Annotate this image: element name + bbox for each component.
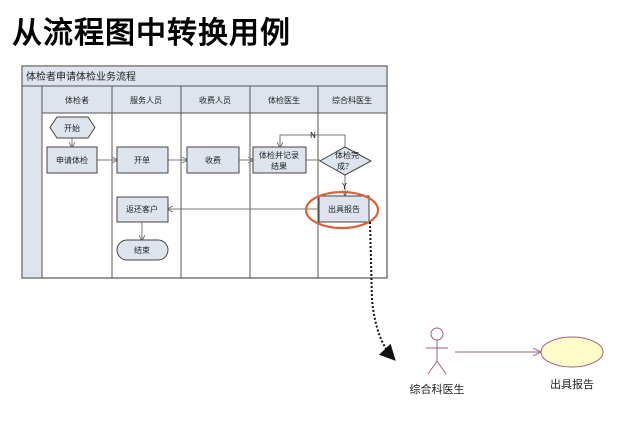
lane-header: 综合科医生	[332, 95, 372, 105]
decision-label: 成？	[337, 161, 353, 171]
exam-label: 结果	[271, 161, 287, 171]
actor-icon	[426, 327, 448, 375]
swimlane-title: 体检者申请体检业务流程	[26, 70, 136, 83]
start-node	[49, 116, 96, 139]
charge-label: 收费	[205, 155, 221, 165]
order-node	[116, 146, 169, 174]
actor-label: 综合科医生	[410, 382, 465, 396]
swimlane-side-strip	[21, 85, 43, 279]
decision-node	[318, 146, 373, 176]
lane-header: 服务人员	[130, 95, 162, 105]
charge-node	[186, 146, 240, 174]
lane-dividers	[111, 86, 319, 278]
decision-label: 体检完	[335, 150, 359, 160]
lane-header: 体检医生	[268, 95, 300, 105]
highlight-ellipse	[304, 190, 380, 230]
slide-title: 从流程图中转换用例	[12, 16, 291, 51]
exam-label: 体检并记录	[259, 150, 299, 160]
exam-node	[252, 146, 307, 174]
swimlane-diagram: 体检者申请体检业务流程 体检者 服务人员 收费人员 体检医生 综合科医生 N	[21, 65, 388, 279]
apply-label: 申请体检	[56, 155, 88, 165]
lane-header: 收费人员	[199, 95, 231, 105]
lane-header-row	[41, 85, 388, 114]
use-case-label: 出具报告	[550, 377, 594, 391]
apply-node	[46, 146, 98, 174]
order-label: 开单	[134, 155, 150, 165]
yes-label: Y	[341, 182, 347, 191]
lane-header: 体检者	[65, 95, 89, 105]
connectors	[72, 134, 345, 240]
report-node	[318, 195, 370, 223]
end-label: 结束	[134, 245, 150, 255]
report-label: 出具报告	[328, 204, 360, 214]
return-node	[116, 196, 169, 223]
start-label: 开始	[64, 123, 80, 133]
use-case-ellipse	[540, 336, 604, 368]
end-node	[116, 239, 169, 261]
use-case-diagram: 综合科医生 出具报告	[410, 327, 604, 396]
mapping-arrow	[369, 221, 396, 361]
return-label: 返还客户	[126, 204, 158, 214]
no-label: N	[310, 131, 316, 140]
